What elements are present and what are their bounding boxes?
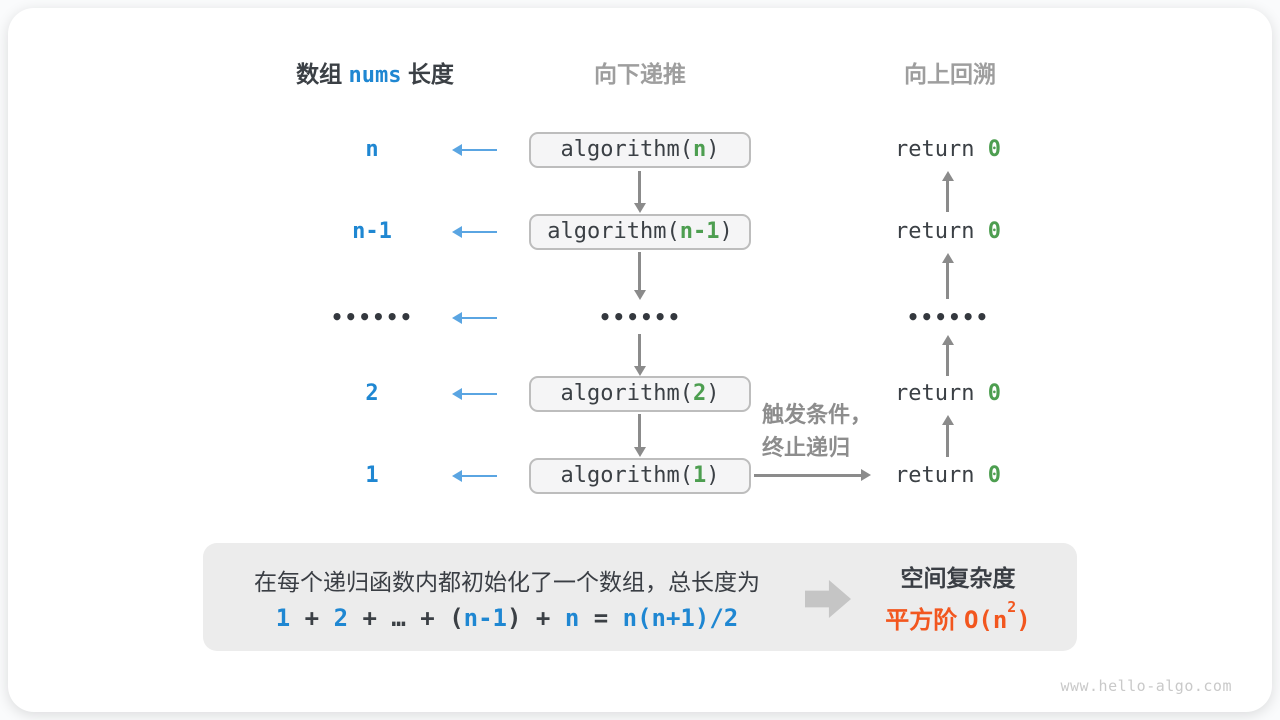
return-statement: return 0 (895, 376, 1001, 412)
call-pre: algorithm( (547, 219, 680, 244)
algorithm-call-box: algorithm(n) (529, 132, 751, 168)
left-arrow-icon (452, 312, 497, 324)
formula-segment: n(n+1)/2 (622, 603, 739, 632)
watermark: www.hello-algo.com (1060, 677, 1232, 695)
ellipsis-middle: •••••• (598, 305, 682, 329)
down-arrow-icon (638, 171, 641, 204)
column-header-recurse-down: 向下递推 (594, 61, 686, 87)
down-arrow-icon (638, 252, 641, 291)
call-pre: algorithm( (560, 463, 693, 488)
left-arrow-icon (452, 144, 497, 156)
call-arg: 1 (692, 463, 707, 488)
call-post: ) (706, 381, 720, 406)
recursion-row: n algorithm(n) return 0 (0, 132, 1280, 168)
down-arrow-icon (638, 414, 641, 448)
column-header-array-length: 数组 nums 长度 (265, 58, 485, 90)
formula-segment: = (579, 603, 623, 632)
summary-description: 在每个递归函数内都初始化了一个数组，总长度为 (254, 568, 760, 595)
return-value: 0 (987, 219, 1001, 244)
up-arrow-icon (946, 344, 949, 376)
left-arrow-icon (452, 226, 497, 238)
return-keyword: return (895, 219, 988, 244)
big-o-exponent: 2 (1007, 598, 1017, 617)
left-arrow-icon (452, 470, 497, 482)
formula-segment: … (391, 603, 406, 632)
column-header-backtrack-up: 向上回溯 (904, 61, 996, 87)
call-arg: n-1 (679, 219, 720, 244)
return-keyword: return (895, 463, 988, 488)
call-post: ) (706, 463, 720, 488)
call-arg: 2 (692, 381, 707, 406)
return-value: 0 (987, 381, 1001, 406)
big-o-post: ) (1016, 606, 1031, 634)
algorithm-call-box: algorithm(1) (529, 458, 751, 494)
call-post: ) (706, 137, 720, 162)
formula-segment: ) + (507, 603, 565, 632)
base-case-annotation: 触发条件， 终止递归 (762, 398, 872, 464)
down-arrow-icon (638, 334, 641, 367)
return-value: 0 (987, 463, 1001, 488)
array-length-label: n (365, 137, 379, 162)
space-complexity-value: 平方阶 O(n2) (885, 598, 1031, 635)
header-array-post: 长度 (401, 61, 454, 87)
formula: 1 + 2 + … + (n-1) + n = n(n+1)/2 (276, 604, 738, 632)
formula-segment: + ( (405, 603, 464, 632)
return-statement: return 0 (895, 458, 1001, 494)
left-arrow-icon (452, 388, 497, 400)
ellipsis-right: •••••• (906, 305, 990, 329)
up-arrow-icon (946, 262, 949, 299)
call-pre: algorithm( (560, 137, 693, 162)
recursion-row: 2 algorithm(2) return 0 (0, 376, 1280, 412)
return-value: 0 (987, 137, 1001, 162)
return-keyword: return (895, 381, 988, 406)
array-length-label: n-1 (352, 219, 392, 244)
summary-left-block: 在每个递归函数内都初始化了一个数组，总长度为 1 + 2 + … + (n-1)… (203, 543, 811, 651)
block-arrow-icon (805, 580, 851, 618)
formula-segment: 1 (275, 603, 291, 632)
array-length-label: 2 (365, 381, 379, 406)
formula-segment: + (290, 603, 334, 632)
recursion-row: n-1 algorithm(n-1) return 0 (0, 214, 1280, 250)
summary-result-block: 空间复杂度 平方阶 O(n2) (858, 543, 1058, 651)
return-statement: return 0 (895, 132, 1001, 168)
space-complexity-title: 空间复杂度 (900, 565, 1016, 591)
header-nums-code: nums (348, 63, 402, 88)
array-length-label: 1 (365, 463, 379, 488)
formula-segment: n-1 (463, 603, 508, 632)
ellipsis-row: •••••• •••••• •••••• (0, 300, 1280, 336)
complexity-order-cn: 平方阶 (885, 607, 964, 634)
recursion-row: 1 algorithm(1) return 0 (0, 458, 1280, 494)
header-array-pre: 数组 (296, 61, 349, 87)
algorithm-call-box: algorithm(n-1) (529, 214, 751, 250)
big-o-pre: O(n (963, 606, 1008, 634)
summary-box: 在每个递归函数内都初始化了一个数组，总长度为 1 + 2 + … + (n-1)… (203, 543, 1077, 651)
annotation-line2: 终止递归 (762, 435, 851, 460)
return-keyword: return (895, 137, 988, 162)
up-arrow-icon (946, 180, 949, 212)
call-post: ) (719, 219, 733, 244)
up-arrow-icon (946, 424, 949, 457)
ellipsis-left: •••••• (330, 305, 414, 329)
return-statement: return 0 (895, 214, 1001, 250)
formula-segment: n (564, 603, 580, 632)
call-pre: algorithm( (560, 381, 693, 406)
annotation-line1: 触发条件， (762, 402, 873, 427)
call-arg: n (692, 137, 707, 162)
formula-segment: + (348, 603, 392, 632)
algorithm-call-box: algorithm(2) (529, 376, 751, 412)
right-arrow-icon (754, 469, 871, 481)
formula-segment: 2 (333, 603, 349, 632)
